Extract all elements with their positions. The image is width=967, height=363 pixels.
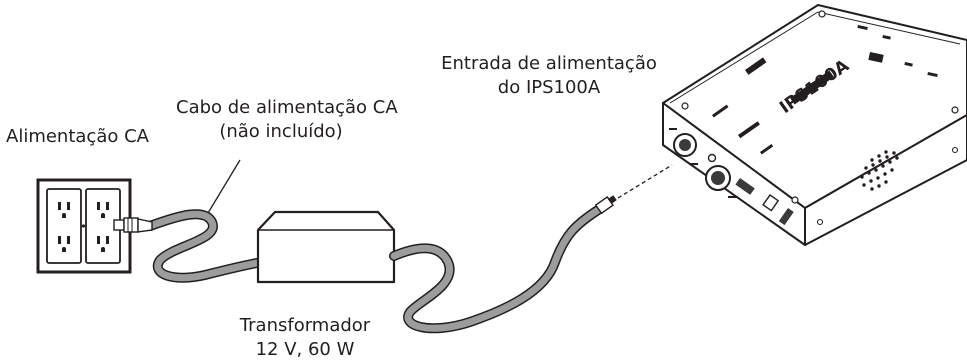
- ac-plug-icon: [113, 217, 153, 233]
- power-input-label-line1: Entrada de alimentação: [441, 53, 657, 74]
- vent-grille: [860, 150, 899, 191]
- ac-cord-leader-line: [204, 159, 241, 219]
- ac-cord-label-line1: Cabo de alimentação CA: [176, 97, 398, 118]
- transformer-label-line1: Transformador: [239, 315, 371, 336]
- power-input-label: Entrada de alimentação do IPS100A: [438, 52, 660, 100]
- connection-dashed-line: [617, 164, 673, 199]
- transformer-label-line2: 12 V, 60 W: [255, 339, 355, 360]
- ac-cord-label-line2: (não incluído): [219, 121, 343, 142]
- wall-outlet-icon: [36, 178, 132, 274]
- transformer-icon: [256, 210, 396, 284]
- dc-power-cord: [389, 205, 603, 334]
- power-input-label-line2: do IPS100A: [497, 77, 601, 98]
- ac-power-cord: [145, 209, 267, 283]
- ac-cord-label: Cabo de alimentação CA (não incluído): [176, 96, 398, 144]
- ips100a-device-icon: [662, 4, 967, 246]
- ac-power-label: Alimentação CA: [6, 125, 149, 149]
- dc-plug-icon: [594, 195, 617, 215]
- transformer-label: Transformador 12 V, 60 W: [232, 314, 378, 362]
- ac-power-label-text: Alimentação CA: [6, 126, 149, 147]
